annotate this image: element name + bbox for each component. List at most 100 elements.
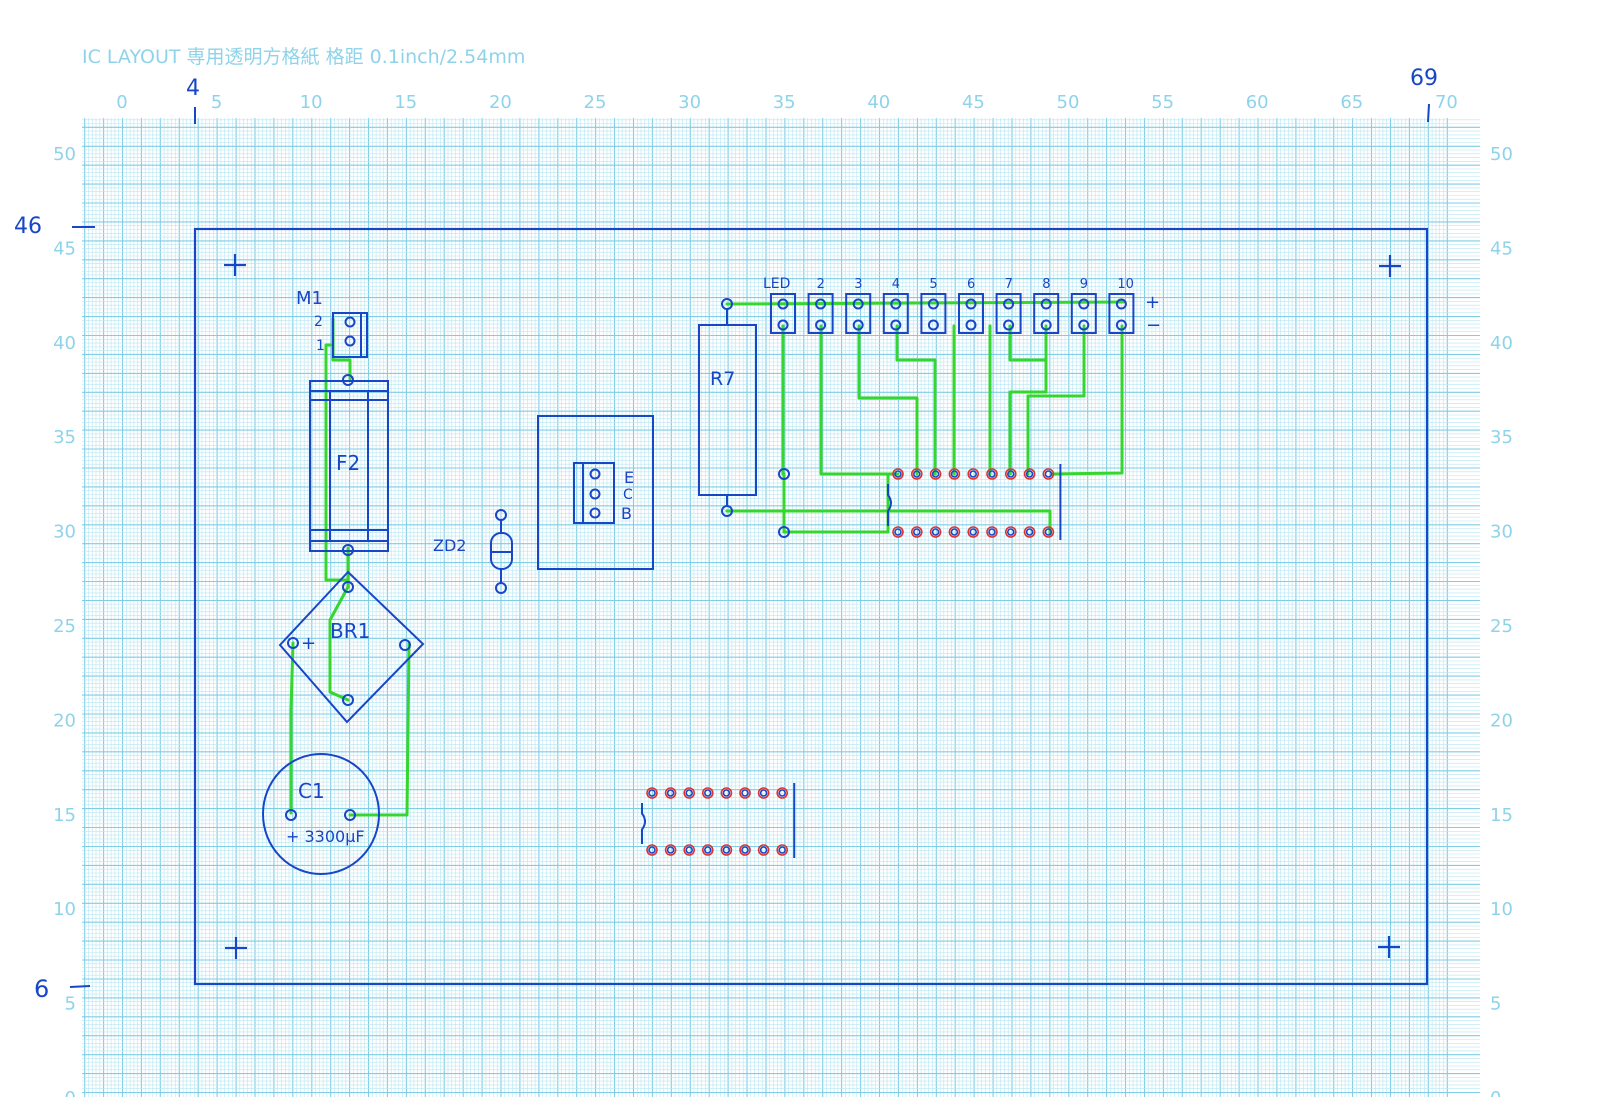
ic-pad-outer [892, 526, 904, 538]
ic-pad [1044, 470, 1053, 478]
x-tick-label: 55 [1151, 92, 1174, 113]
y-tick-label: 35 [53, 427, 76, 448]
ic-pad [648, 789, 656, 797]
y-tick-label: 30 [1490, 522, 1513, 543]
y-tick-label: 5 [1490, 994, 1501, 1015]
y-tick-label: 5 [65, 994, 76, 1015]
led-label: 6 [967, 277, 975, 292]
ic-pad-outer [929, 468, 942, 480]
ic-pad [741, 789, 749, 797]
m1-label: M1 [296, 288, 323, 309]
ic-pad [778, 789, 787, 797]
ic-pad [666, 846, 675, 854]
mount-hole-top-right [1379, 255, 1401, 277]
x-tick-label: 45 [962, 92, 985, 113]
capacitor-label: C1 [298, 779, 325, 803]
ic-pad [722, 846, 731, 854]
transistor-b-label: B [621, 504, 632, 523]
ic-pad [969, 470, 978, 478]
led-footprint [770, 293, 796, 334]
zener-diode [490, 509, 513, 594]
mount-hole-bottom-right [1378, 936, 1400, 958]
ic-pad [894, 470, 902, 478]
board-outline [193, 227, 1429, 986]
ic-pad-outer [948, 468, 961, 480]
bridge-plus-label: + [301, 633, 316, 654]
ic-pad-outer [929, 526, 942, 538]
x-tick-label: 5 [211, 92, 222, 113]
led-plus-label: + [1145, 292, 1160, 313]
ic-pad-outer [1023, 526, 1036, 538]
y-tick-label: 25 [1490, 616, 1513, 637]
top-row-annotation: 46 [14, 214, 42, 239]
ic-footprint-lower [641, 783, 796, 858]
ic-pad-outer [948, 526, 961, 538]
y-tick-label: 0 [65, 1088, 76, 1097]
right-column-annotation: 69 [1410, 66, 1438, 91]
ic-pad-outer [757, 844, 770, 856]
led-label: 8 [1042, 277, 1050, 292]
transistor-heatsink [537, 415, 654, 570]
sheet-title: IC LAYOUT 専用透明方格紙 格距 0.1inch/2.54mm [82, 46, 525, 68]
bridge-label: BR1 [330, 619, 370, 643]
ic-pad-outer [1004, 468, 1017, 480]
ic-pad [969, 528, 978, 536]
m1-pin1-label: 1 [316, 338, 325, 354]
led-minus-label: − [1146, 315, 1161, 336]
ic-pad-outer [757, 787, 770, 799]
ic-pad-outer [910, 468, 923, 480]
m1-pin2-label: 2 [314, 314, 323, 330]
led-footprint [995, 293, 1022, 334]
led-label: 4 [892, 277, 900, 292]
led-label: 3 [854, 277, 862, 292]
y-tick-label: 0 [1490, 1088, 1501, 1097]
x-tick-label: 20 [489, 92, 512, 113]
left-column-annotation: 4 [186, 76, 200, 101]
ic-pad-outer [910, 526, 923, 538]
ic-pad [912, 528, 921, 536]
led-label: 10 [1117, 277, 1134, 292]
ic-pad [778, 846, 787, 854]
bottom-row-annotation: 6 [34, 975, 49, 1003]
ic-pad [648, 846, 656, 854]
ic-notch [641, 803, 646, 844]
transistor-e-label: E [624, 468, 634, 487]
ic-pad-outer [664, 844, 677, 856]
ic-pad [741, 846, 749, 854]
ic-pad [703, 789, 712, 797]
ic-pad-outer [683, 787, 696, 799]
ic-pad-outer [1042, 468, 1055, 480]
ic-pad-outer [986, 468, 998, 480]
ic-pad-outer [664, 787, 677, 799]
ic-pad-outer [776, 787, 789, 799]
ic-pad [703, 846, 712, 854]
ic-pad [666, 789, 675, 797]
led-footprint [1070, 293, 1097, 334]
capacitor-c1 [262, 753, 380, 875]
x-tick-label: 0 [116, 92, 127, 113]
x-tick-label: 40 [867, 92, 890, 113]
ic-pad-outer [646, 844, 658, 856]
led-footprint [1033, 293, 1060, 334]
led-footprint [882, 293, 909, 334]
y-tick-label: 10 [53, 899, 76, 920]
y-tick-label: 15 [1490, 805, 1513, 826]
ic-pad [894, 528, 902, 536]
transistor-c-label: C [623, 487, 633, 503]
ic-pad-outer [1042, 526, 1055, 538]
y-tick-label: 50 [53, 144, 76, 165]
capacitor-value: + 3300μF [286, 827, 365, 846]
zener-label: ZD2 [433, 536, 466, 555]
bottom-row-mark [69, 985, 91, 988]
y-tick-label: 35 [1490, 427, 1513, 448]
y-tick-label: 40 [53, 333, 76, 354]
ic-pad-outer [701, 787, 714, 799]
led-footprint [807, 293, 834, 334]
ic-pad-outer [701, 844, 714, 856]
ic-pad [759, 789, 768, 797]
y-tick-label: 20 [53, 710, 76, 731]
ic-pad-outer [892, 468, 904, 480]
y-tick-label: 45 [53, 238, 76, 259]
ic-pad [950, 528, 959, 536]
